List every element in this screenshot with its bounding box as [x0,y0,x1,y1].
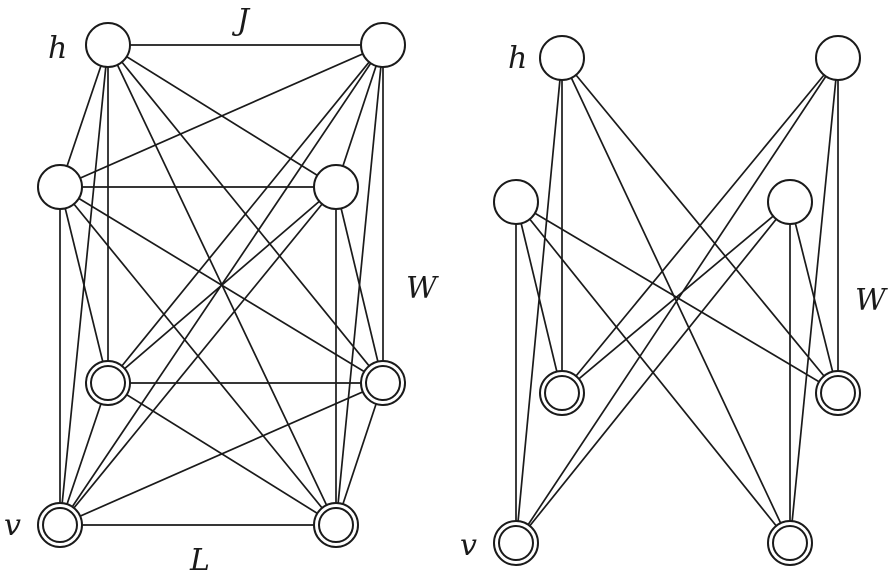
left-edge-v2-v4 [335,382,384,526]
node-outer-circle [493,179,539,225]
left-edge-h1-h3 [59,44,109,188]
node-outer-circle [360,22,406,68]
node-inner-circle [90,365,126,401]
right-hidden-visible-weight-label: W [855,283,888,318]
left-visible-node-v4 [313,502,359,548]
left-edge-h4-v2 [335,186,384,384]
left-hidden-label: h [48,31,67,66]
left-hidden-visible-weight-label: W [406,271,439,306]
node-outer-circle [85,22,131,68]
node-inner-circle [544,375,580,411]
left-edge-h2-v1 [107,44,384,384]
left-edge-h2-h3 [59,44,384,188]
right-edge-h2-v1 [561,57,839,394]
right-visible-node-v1 [539,370,585,416]
node-outer-circle [539,35,585,81]
right-hidden-label: h [508,41,527,76]
right-visible-node-v2 [815,370,861,416]
node-inner-circle [42,507,78,543]
left-hidden-node-h4 [313,164,359,210]
left-edge-h3-v1 [59,186,109,384]
left-visible-visible-weight-label: L [189,543,210,578]
left-visible-node-v1 [85,360,131,406]
node-inner-circle [365,365,401,401]
node-inner-circle [498,525,534,561]
right-edge-h4-v3 [515,201,791,544]
right-edge-h2-v3 [515,57,839,544]
node-outer-circle [767,179,813,225]
right-visible-node-v4 [767,520,813,566]
node-outer-circle [815,35,861,81]
node-inner-circle [772,525,808,561]
right-edge-h4-v2 [789,201,839,394]
left-hidden-node-h2 [360,22,406,68]
left-hidden-hidden-weight-label: J [231,3,251,38]
edges-layer [59,44,839,544]
nodes-layer [37,22,861,566]
right-hidden-node-h1 [539,35,585,81]
right-edge-h3-v1 [515,201,563,394]
left-visible-node-v2 [360,360,406,406]
left-visible-node-v3 [37,502,83,548]
node-inner-circle [820,375,856,411]
right-visible-node-v3 [493,520,539,566]
left-edge-v1-v3 [59,382,109,526]
left-edge-h4-v1 [107,186,337,384]
right-hidden-node-h4 [767,179,813,225]
left-hidden-node-h3 [37,164,83,210]
left-visible-label: v [4,508,21,543]
left-hidden-node-h1 [85,22,131,68]
node-outer-circle [313,164,359,210]
right-hidden-node-h2 [815,35,861,81]
node-outer-circle [37,164,83,210]
left-edge-v2-v3 [59,382,384,526]
node-inner-circle [318,507,354,543]
right-hidden-node-h3 [493,179,539,225]
left-edge-h4-v3 [59,186,337,526]
left-edge-h2-h4 [335,44,384,188]
right-edge-h4-v1 [561,201,791,394]
right-visible-label: v [460,528,477,563]
